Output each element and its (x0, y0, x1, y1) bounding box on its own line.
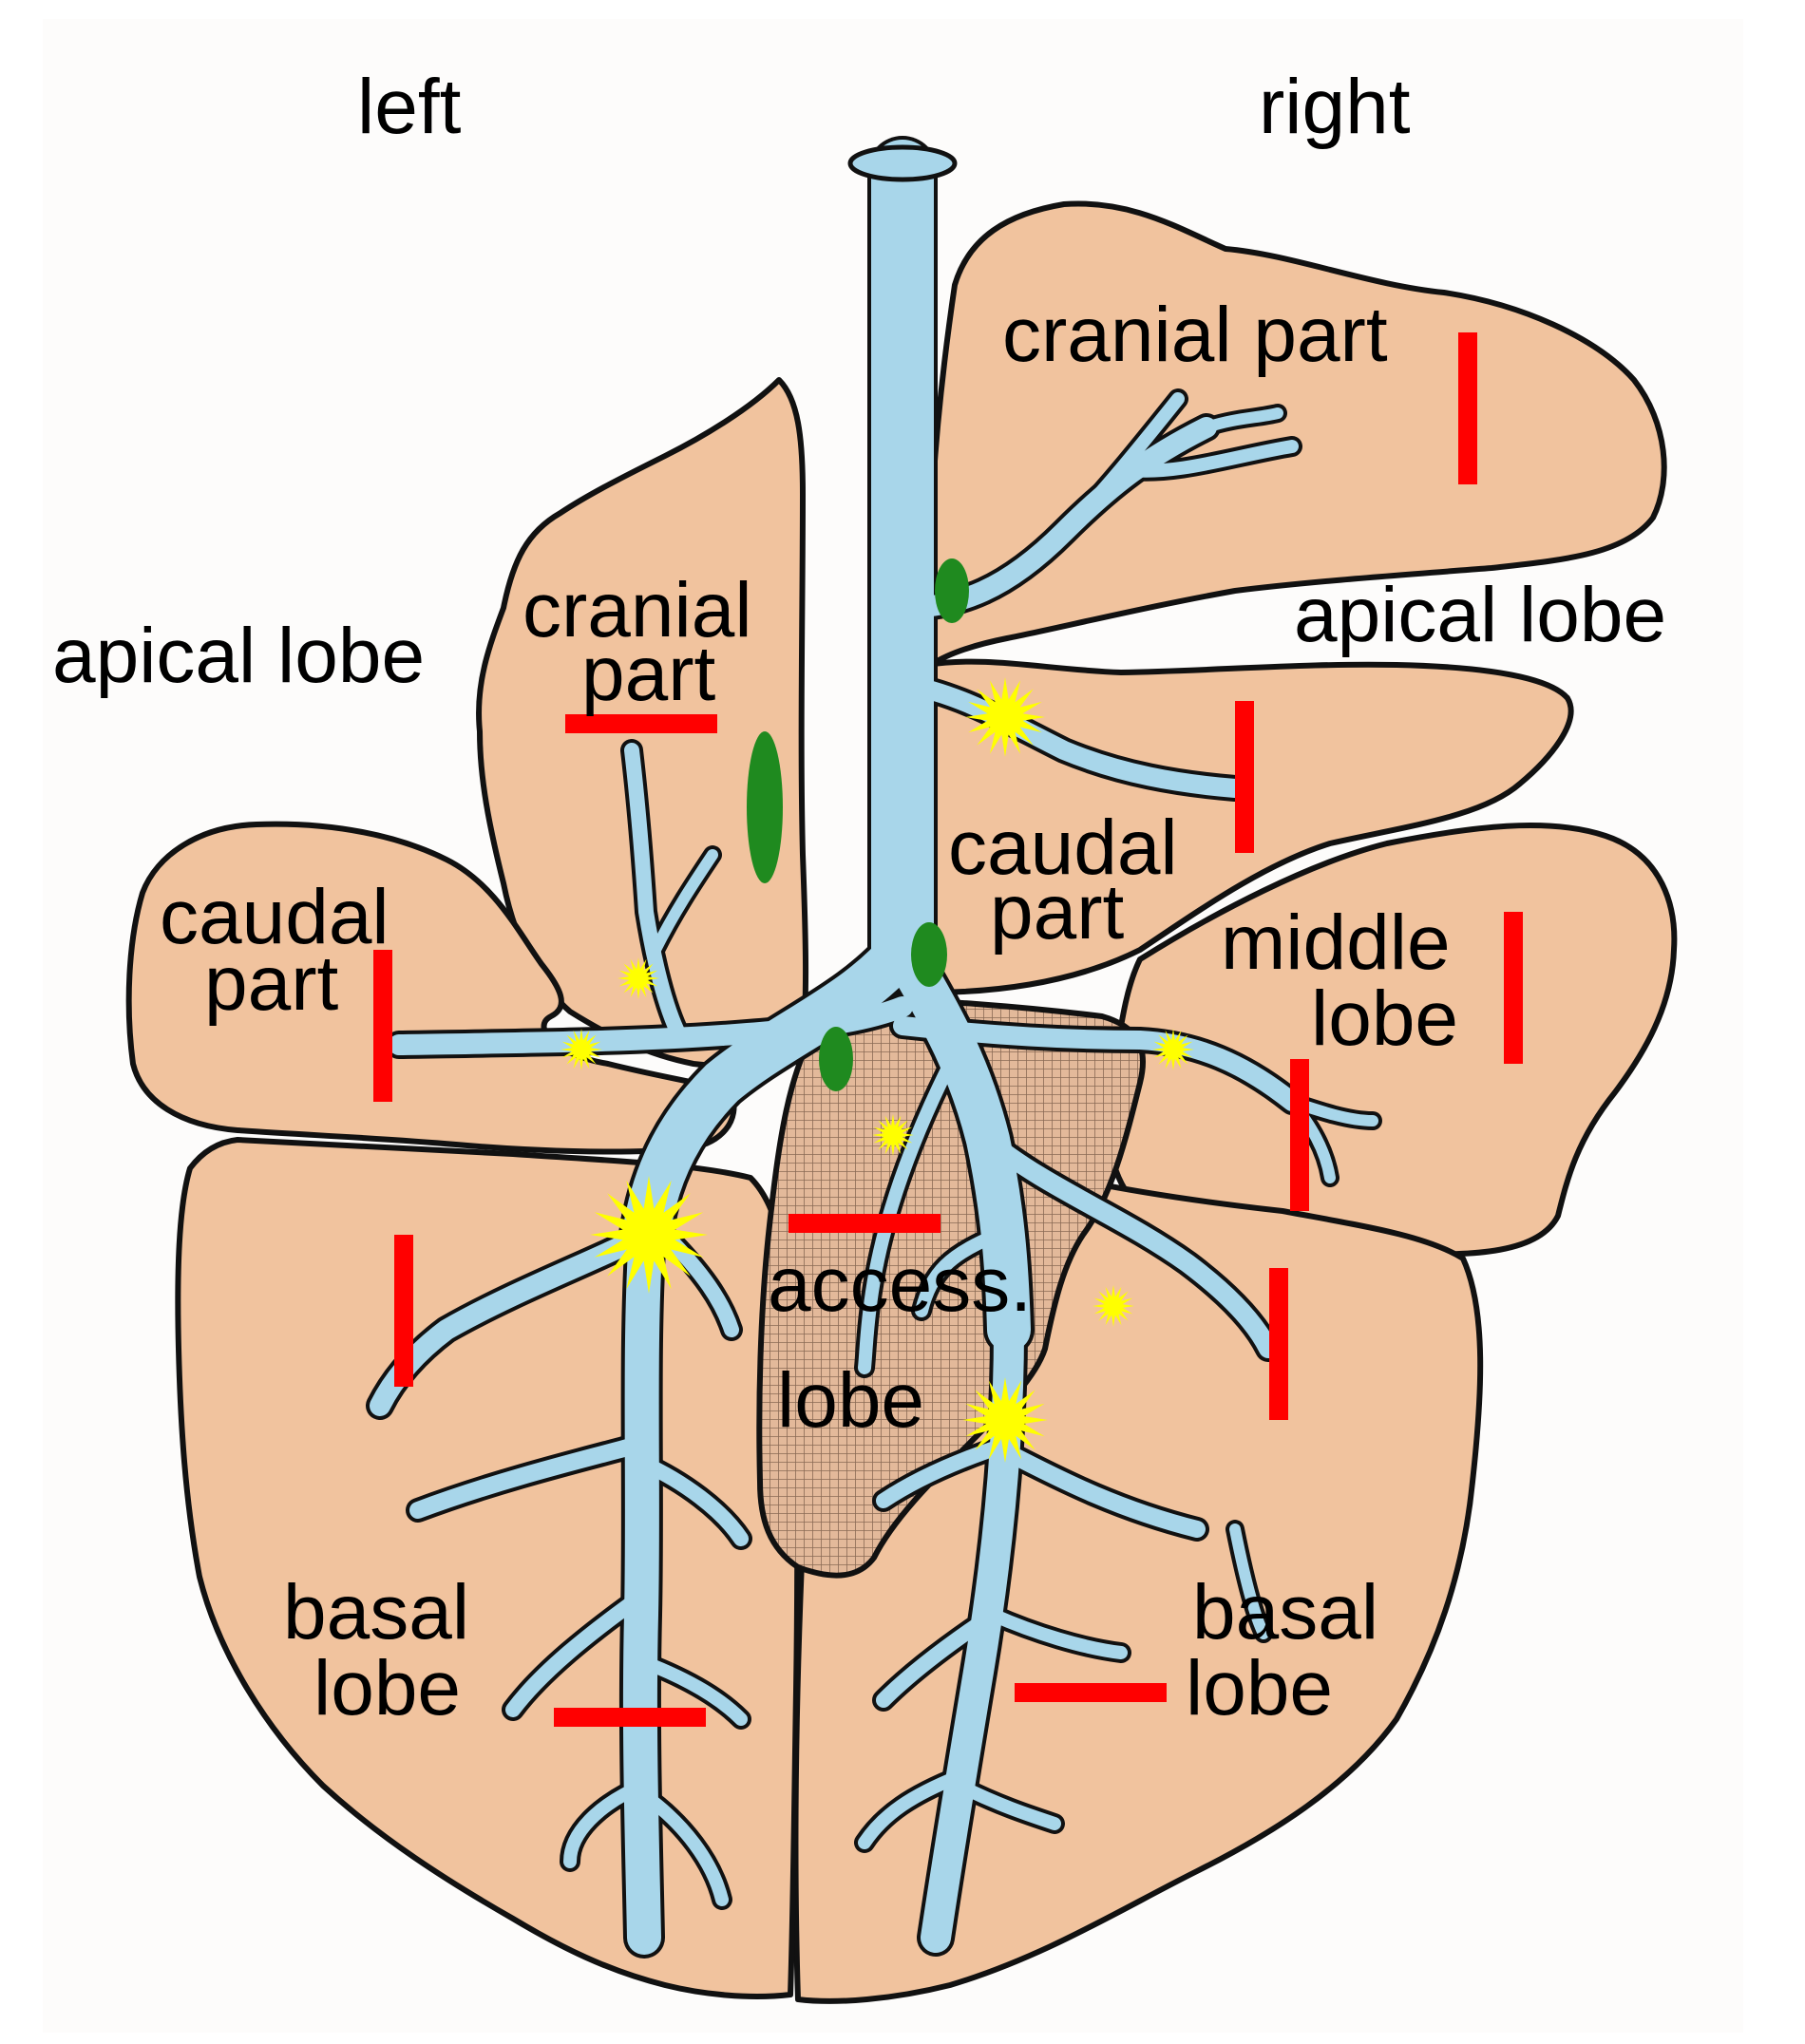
airway-branch (893, 1016, 1302, 1111)
airway-branch (986, 1608, 1128, 1659)
red-marker (788, 1214, 940, 1233)
sample-site-star (560, 1029, 602, 1070)
lymph-node (747, 731, 783, 883)
airway-branch (409, 1435, 651, 1519)
label-right-basal-lobe: basal (1192, 1569, 1378, 1656)
label-left-apical-lobe: apical lobe (52, 613, 425, 699)
airway-tree (366, 136, 1382, 1959)
airway-branch (953, 1779, 1061, 1830)
lymph-node (911, 922, 947, 987)
airway-branch (650, 849, 718, 956)
label-right-basal-lobe: lobe (1186, 1645, 1333, 1732)
airway-branch (389, 996, 913, 1055)
airway-branch (915, 1228, 1004, 1317)
airway-branch (637, 1656, 748, 1726)
red-marker (1015, 1683, 1167, 1702)
sample-site-star (1152, 1029, 1194, 1070)
sample-site-star (590, 1176, 708, 1294)
red-marker (565, 714, 717, 733)
lymph-node (819, 1027, 853, 1091)
label-right-apical-lobe: apical lobe (1294, 572, 1666, 658)
label-right-middle-lobe: middle (1221, 899, 1451, 986)
label-right-caudal-part: caudal (948, 804, 1178, 891)
red-markers (373, 332, 1523, 1727)
sample-site-star (1092, 1285, 1134, 1327)
airway-branch (893, 674, 1244, 798)
airway-branch (635, 1455, 749, 1546)
airway-branch (622, 926, 926, 1259)
lymph-node (935, 558, 969, 623)
label-left: left (357, 64, 462, 150)
label-accessory-lobe: lobe (777, 1357, 924, 1444)
trachea-opening (847, 144, 958, 182)
sample-site-star (965, 677, 1045, 757)
label-left-caudal-part: part (204, 940, 339, 1027)
airway-branch (1124, 440, 1299, 478)
red-marker (1504, 912, 1523, 1064)
airway-branch (876, 1607, 1000, 1708)
red-marker (1235, 701, 1254, 853)
labels: left right apical lobe cranial part caud… (52, 64, 1666, 1732)
red-marker (1269, 1268, 1288, 1420)
airway-branch (1229, 1524, 1269, 1639)
airway-branch (624, 743, 687, 1043)
label-left-cranial-part: part (581, 631, 716, 717)
airway-branch (978, 1130, 1278, 1358)
red-marker (554, 1708, 706, 1727)
airway-branch (505, 1588, 650, 1717)
label-right-cranial-part: cranial part (1002, 292, 1388, 378)
airway-branch (563, 1779, 649, 1868)
airway-branch (1057, 392, 1185, 539)
airway-branch (622, 1218, 663, 1955)
sample-site-star (962, 1377, 1048, 1463)
airway-branch (1201, 407, 1283, 433)
airway-branch (1000, 1445, 1206, 1538)
label-right-caudal-part: part (990, 869, 1125, 956)
airway-branch (858, 1770, 966, 1849)
label-right-middle-lobe: lobe (1311, 975, 1458, 1062)
lymph-nodes (747, 558, 969, 1091)
label-left-cranial-part: cranial (522, 567, 752, 653)
sample-sites (560, 677, 1194, 1463)
label-left-basal-lobe: basal (283, 1569, 469, 1656)
label-left-caudal-part: caudal (160, 874, 390, 960)
label-right: right (1259, 64, 1411, 150)
airway-branch (858, 1057, 957, 1374)
label-accessory-lobe: access. (768, 1241, 1032, 1328)
right-cranial-part-lobe (926, 200, 1667, 668)
label-left-basal-lobe: lobe (314, 1645, 461, 1732)
airway-branch (876, 1436, 1016, 1508)
airway-branch (637, 1788, 729, 1906)
red-marker (1290, 1059, 1309, 1211)
red-marker (394, 1235, 413, 1387)
sample-site-star (872, 1114, 914, 1156)
sample-site-star (618, 957, 659, 999)
red-marker (373, 950, 392, 1102)
red-marker (1458, 332, 1477, 484)
